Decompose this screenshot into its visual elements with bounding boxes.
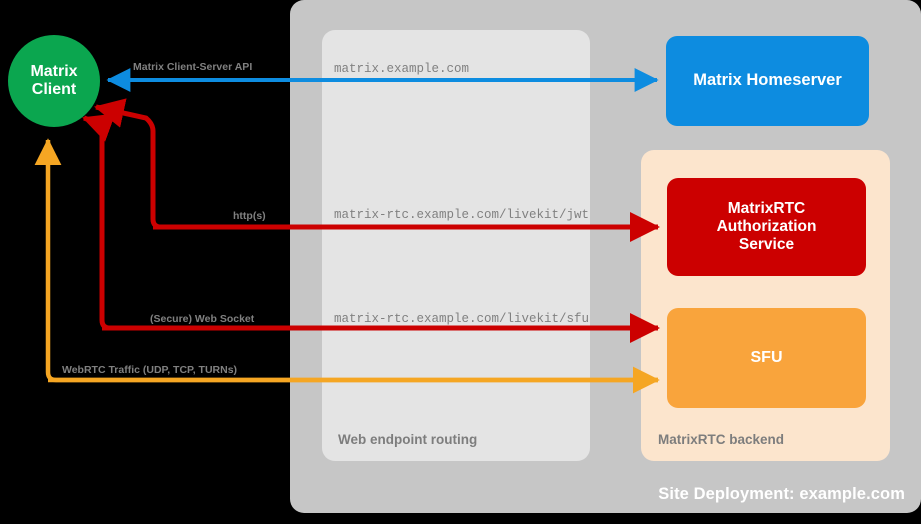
flow-label-webrtc: WebRTC Traffic (UDP, TCP, TURNs) [62,364,238,376]
flow-wss-arrow [82,113,661,343]
flow-label-cs-api: Matrix Client-Server API [133,61,253,73]
node-auth-line1: MatrixRTC [727,199,806,217]
group-web-endpoint-routing: Web endpoint routing [322,30,590,461]
node-auth-line3: Service [738,236,795,254]
node-matrix-client[interactable]: Matrix Client [8,35,100,127]
group-matrixrtc-backend-label: MatrixRTC backend [658,432,785,447]
flow-https-arrow [94,98,661,242]
node-sfu-label: SFU [750,348,783,366]
flow-label-https: http(s) [233,210,266,222]
flow-label-wss: (Secure) Web Socket [150,313,255,325]
endpoint-url-cs-api: matrix.example.com [334,62,470,76]
node-auth-line2: Authorization [716,217,817,235]
endpoint-url-jwt: matrix-rtc.example.com/livekit/jwt [334,208,590,222]
endpoint-url-sfu: matrix-rtc.example.com/livekit/sfu [334,312,590,326]
group-web-endpoint-routing-label: Web endpoint routing [338,432,478,447]
flow-webrtc-arrow [34,138,660,394]
node-matrix-homeserver[interactable]: Matrix Homeserver [666,36,869,126]
node-matrixrtc-authorization-service[interactable]: MatrixRTC Authorization Service [667,178,866,276]
site-deployment-label: Site Deployment: example.com [658,485,905,503]
node-sfu[interactable]: SFU [667,308,866,408]
node-matrix-client-line2: Client [31,81,77,98]
node-matrix-homeserver-label: Matrix Homeserver [693,71,842,90]
node-matrix-client-line1: Matrix [30,63,78,81]
